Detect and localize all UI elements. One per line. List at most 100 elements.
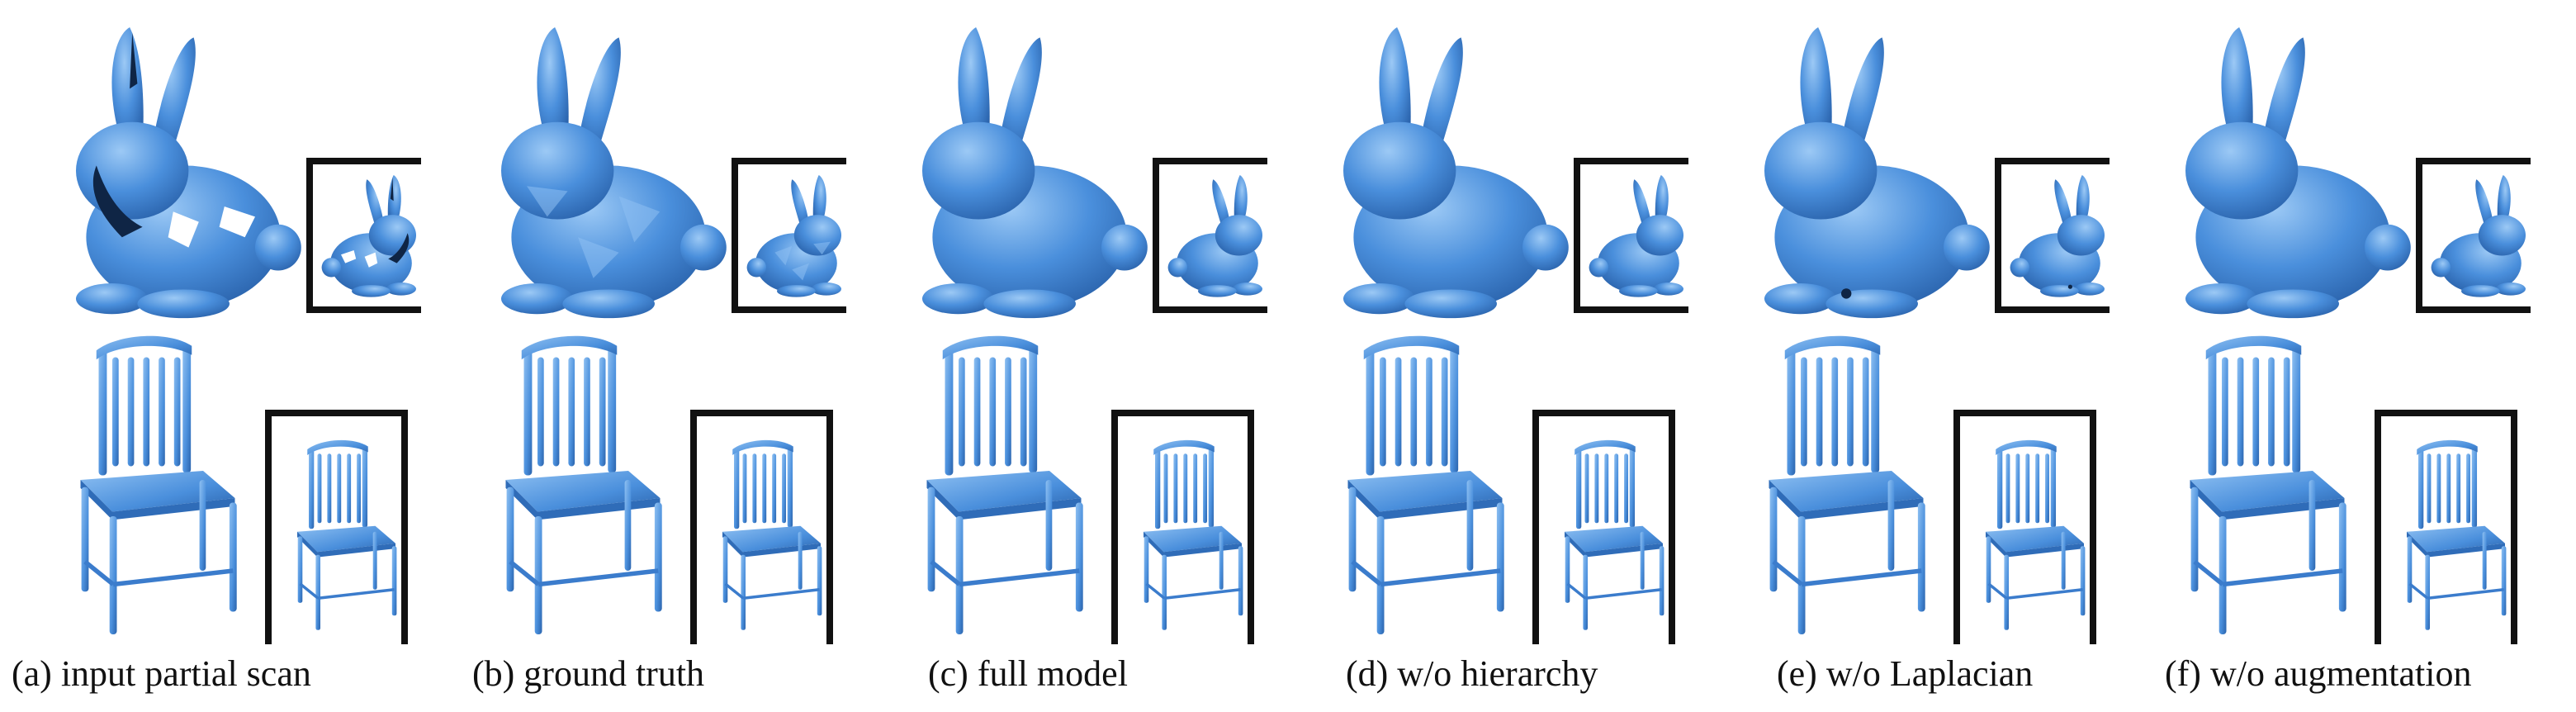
chair-leg (1466, 480, 1474, 571)
chair-back-post (1155, 448, 1161, 529)
panel-f: (f) w/o augmentation (2110, 0, 2531, 712)
chair-spindle (1203, 453, 1207, 524)
chair-leg (2482, 531, 2487, 590)
bunny-ear-left (111, 27, 144, 145)
chair-back-post (2050, 446, 2057, 528)
bunny-tail (1589, 258, 1608, 278)
chair-stretcher (1585, 588, 1662, 600)
chair-spindle (1847, 357, 1854, 467)
chair-leg (2407, 536, 2413, 603)
bunny-front-paw (1343, 283, 1415, 315)
mesh-artifact (2067, 284, 2072, 289)
chair-leg (2338, 502, 2346, 612)
chair-seat (1769, 471, 1924, 512)
bunny-hind-paw (2040, 285, 2079, 297)
bunny-mesh (1764, 27, 1990, 319)
bunny-ear-left (1234, 175, 1248, 225)
chair-spindle (1163, 453, 1168, 524)
chair-leg (654, 502, 662, 612)
bunny-mesh (1343, 27, 1569, 319)
chair-stretcher (1566, 582, 1587, 600)
inset-frame (1111, 410, 1254, 644)
chair-top-rail (1574, 439, 1636, 456)
bunny-hind-paw (562, 289, 655, 319)
chair-seat-edge (1347, 480, 1503, 520)
bunny-hind-paw (777, 285, 816, 297)
bunny-ear-right (578, 37, 621, 150)
mesh-artifact (1841, 288, 1852, 299)
chair-spindle (1410, 357, 1418, 467)
chair-mesh (297, 439, 397, 630)
bunny-mesh (501, 27, 727, 319)
chair-spindle (2427, 453, 2432, 524)
chair-spindle (2035, 453, 2040, 524)
bunny-ear-left (958, 27, 990, 145)
chair-spindle (599, 357, 606, 467)
inset-frame (2375, 410, 2517, 644)
chair-leg (1045, 480, 1053, 571)
chair-top-rail (1784, 335, 1881, 360)
bunny-tail (746, 258, 766, 278)
chair-spindle (772, 453, 777, 524)
bunny-back-view (321, 175, 416, 297)
bunny-tail (1101, 224, 1148, 271)
chair-spindle (989, 357, 997, 467)
chair-top-rail (307, 439, 368, 456)
chair-spindle (2005, 453, 2010, 524)
chair-back-post (608, 345, 617, 473)
chair-leg (1797, 516, 1806, 634)
chair-stretcher (112, 568, 234, 587)
bunny-back-view (1589, 175, 1683, 297)
chair-leg (229, 502, 237, 612)
chair-leg (2190, 487, 2199, 592)
chair-spindle (2283, 357, 2290, 467)
chair-spindle (1380, 357, 1386, 467)
chair-back-post (945, 348, 954, 476)
chair-leg (199, 480, 206, 571)
chair-leg (2501, 546, 2507, 616)
chair-seat-edge (505, 480, 661, 520)
bunny-front-paw (922, 283, 994, 315)
bunny-mesh (922, 27, 1148, 319)
chair-spindle (2237, 357, 2244, 467)
chair-spindle (959, 357, 965, 467)
chair-mesh (2190, 335, 2346, 634)
panel-render (1343, 27, 1688, 644)
bunny-head (2185, 121, 2299, 220)
chair-leg (741, 554, 746, 630)
bunny-head (1343, 121, 1456, 220)
chair-top-rail (942, 335, 1039, 360)
chair-back-post (362, 446, 368, 528)
bunny-ear-right (2054, 179, 2072, 227)
chair-mesh (926, 335, 1083, 634)
chair-spindle (2025, 453, 2030, 524)
bunny-hind-paw (352, 285, 391, 297)
chair-leg (534, 516, 542, 634)
chair-spindle (2466, 453, 2470, 524)
chair-seat (80, 471, 235, 512)
bunny-mesh (321, 175, 416, 297)
bunny-inset (2416, 158, 2531, 313)
bunny-hind-paw (983, 289, 1076, 319)
bunny-ear-right (2475, 179, 2493, 227)
chair-back-post (1029, 345, 1038, 473)
chair-leg (2004, 554, 2009, 630)
chair-seat (505, 471, 661, 512)
chair-spindle (752, 453, 757, 524)
inset-frame (1532, 410, 1675, 644)
bunny-head (76, 121, 189, 220)
bunny-front-paw (1764, 283, 1836, 315)
chair-leg (1238, 546, 1243, 616)
chair-spindle (762, 453, 767, 524)
bunny-ear-right (1841, 37, 1884, 150)
chair-leg (2061, 531, 2066, 590)
chair-inset (265, 410, 408, 644)
chair-spindle (317, 453, 322, 524)
inset-frame (1953, 410, 2096, 644)
panel-caption: (d) w/o hierarchy (1346, 653, 1598, 694)
chair-spindle (1604, 453, 1609, 524)
chair-top-rail (1363, 335, 1460, 360)
chair-top-rail (521, 335, 618, 360)
chair-spindle (2045, 453, 2049, 524)
